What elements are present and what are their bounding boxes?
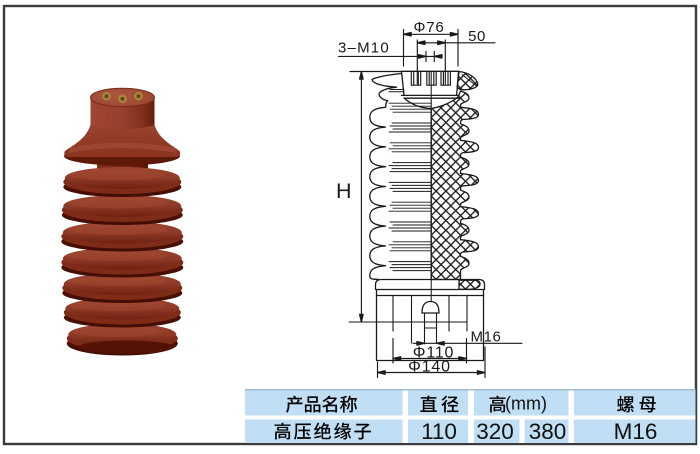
svg-text:110: 110 (421, 419, 457, 444)
svg-text:3–M10: 3–M10 (338, 40, 390, 57)
svg-text:M16: M16 (614, 419, 658, 444)
svg-text:H: H (336, 179, 352, 203)
svg-text:380: 380 (529, 419, 567, 444)
svg-text:320: 320 (476, 419, 514, 444)
svg-text:M16: M16 (471, 329, 502, 346)
svg-text:Φ110: Φ110 (413, 345, 454, 362)
svg-text:Φ140: Φ140 (408, 359, 451, 376)
svg-text:(mm): (mm) (505, 394, 547, 414)
svg-text:Φ76: Φ76 (413, 19, 444, 36)
svg-text:50: 50 (468, 28, 486, 45)
